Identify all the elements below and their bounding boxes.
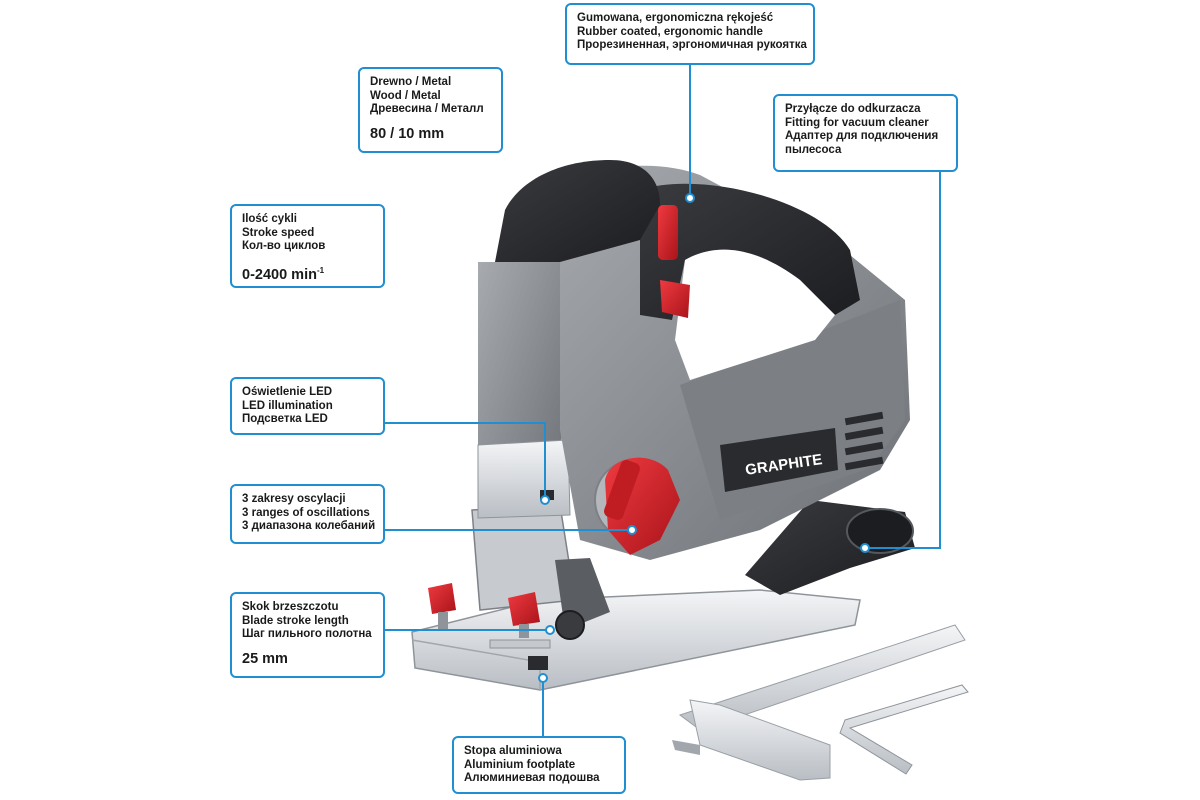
callout-led-ru: Подсветка LED <box>242 413 328 425</box>
callout-led: Oświetlenie LED LED illumination Подсвет… <box>230 377 385 435</box>
stroke-speed-value: 0-2400 min <box>242 266 317 283</box>
callout-stroke-speed-en: Stroke speed <box>242 226 315 239</box>
callout-material: Drewno / Metal Wood / Metal Древесина / … <box>358 67 503 153</box>
callout-blade-stroke-en: Blade stroke length <box>242 614 349 627</box>
callout-footplate-pl: Stopa aluminiowa <box>464 745 562 757</box>
callout-led-pl: Oświetlenie LED <box>242 386 333 398</box>
callout-vacuum-pl: Przyłącze do odkurzacza <box>785 103 921 115</box>
callout-material-en: Wood / Metal <box>370 89 441 102</box>
callout-handle: Gumowana, ergonomiczna rękojeść Rubber c… <box>565 3 815 65</box>
allen-key-illustration <box>839 684 969 775</box>
callout-vacuum-ru-2: пылесоса <box>785 143 842 156</box>
parallel-guide-illustration <box>672 624 966 781</box>
callout-handle-en: Rubber coated, ergonomic handle <box>577 25 763 38</box>
callout-handle-ru: Прорезиненная, эргономичная рукоятка <box>577 39 807 51</box>
callout-material-pl: Drewno / Metal <box>370 76 452 88</box>
callout-footplate-en: Aluminium footplate <box>464 758 576 771</box>
callout-footplate-ru: Алюминиевая подошва <box>464 772 600 784</box>
callout-oscillation-ru: 3 диапазона колебаний <box>242 520 376 532</box>
callout-stroke-speed-ru: Кол-во циклов <box>242 240 326 252</box>
callout-stroke-speed-pl: Ilość cykli <box>242 213 297 225</box>
leader-dots <box>538 193 870 683</box>
callout-vacuum-en: Fitting for vacuum cleaner <box>785 116 929 129</box>
callout-stroke-speed-spec: 0-2400 min-1 <box>242 262 373 284</box>
callout-oscillation-en: 3 ranges of oscillations <box>242 506 370 519</box>
callout-led-en: LED illumination <box>242 399 333 412</box>
callout-blade-stroke-pl: Skok brzeszczotu <box>242 601 339 613</box>
callout-material-spec: 80 / 10 mm <box>370 125 445 142</box>
power-switch-shape <box>658 205 678 260</box>
stroke-speed-unit-exponent: -1 <box>316 265 325 275</box>
callout-stroke-speed: Ilość cykli Stroke speed Кол-во циклов 0… <box>230 204 385 288</box>
callout-vacuum-ru: Адаптер для подключения <box>785 130 939 142</box>
callout-handle-pl: Gumowana, ergonomiczna rękojeść <box>577 12 774 24</box>
callout-oscillation-pl: 3 zakresy oscylacji <box>242 493 346 505</box>
callout-blade-stroke: Skok brzeszczotu Blade stroke length Шаг… <box>230 592 385 678</box>
callout-blade-stroke-spec: 25 mm <box>242 650 288 667</box>
jigsaw-illustration: GRAPHITE <box>411 160 915 691</box>
callout-material-ru: Древесина / Металл <box>370 103 484 115</box>
callout-oscillation: 3 zakresy oscylacji 3 ranges of oscillat… <box>230 484 385 544</box>
callout-blade-stroke-ru: Шаг пильного полотна <box>242 628 372 640</box>
leader-lines <box>385 64 941 736</box>
callout-footplate: Stopa aluminiowa Aluminium footplate Алю… <box>452 736 626 794</box>
callout-vacuum: Przyłącze do odkurzacza Fitting for vacu… <box>773 94 958 172</box>
